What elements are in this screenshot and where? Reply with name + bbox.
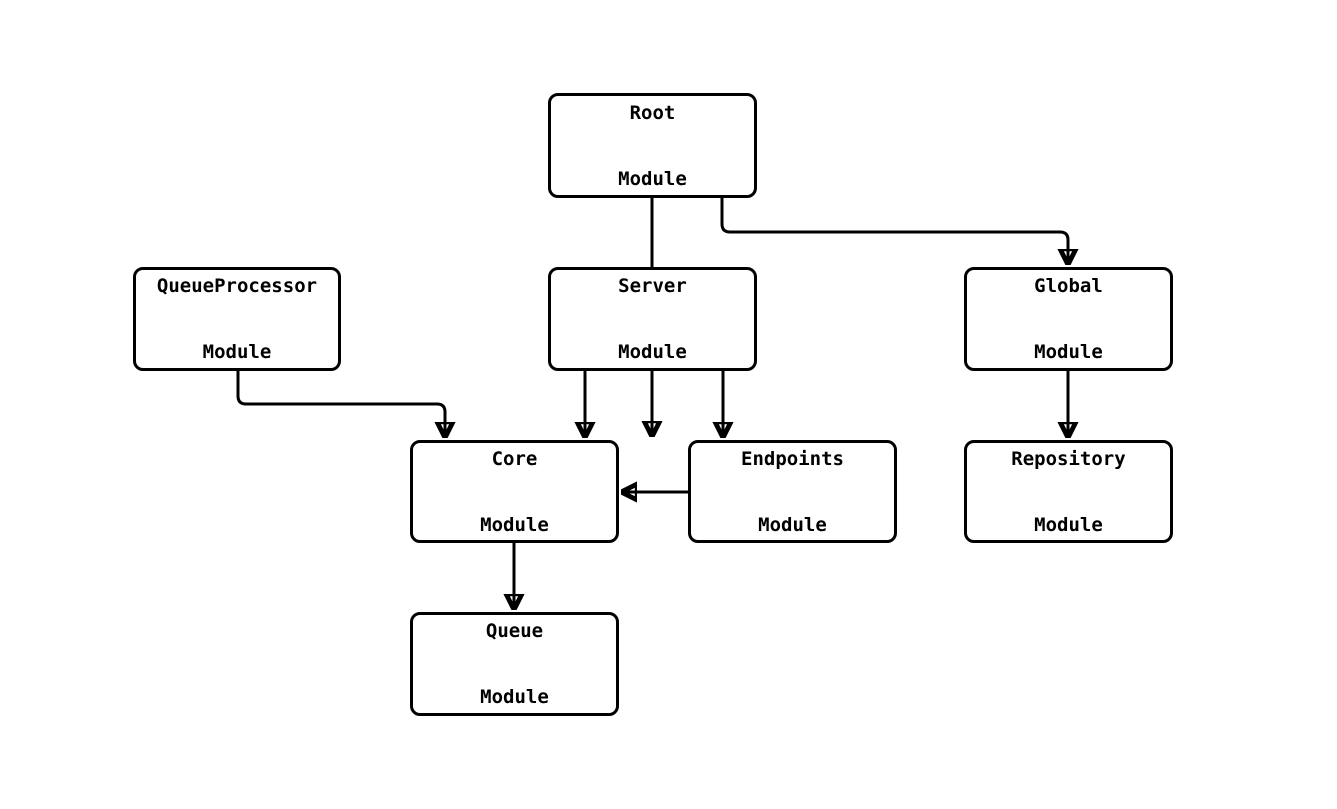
node-endpoints-module-label: Endpoints Module [741, 447, 844, 536]
node-queue-module: Queue Module [410, 612, 619, 716]
node-repository-module-label: Repository Module [1011, 447, 1126, 536]
edge-root-global [720, 198, 1068, 264]
node-global-module: Global Module [964, 267, 1173, 371]
node-queueprocessor-module-label: QueueProcessor Module [156, 275, 318, 363]
node-server-module: Server Module [548, 267, 757, 371]
node-repository-module: Repository Module [964, 440, 1173, 543]
edge-queueprocessor-core [236, 371, 445, 437]
node-global-module-label: Global Module [1034, 275, 1103, 363]
node-root-module-label: Root Module [618, 101, 687, 190]
node-queue-module-label: Queue Module [480, 620, 549, 708]
node-core-module: Core Module [410, 440, 619, 543]
node-server-module-label: Server Module [618, 275, 687, 363]
node-core-module-label: Core Module [480, 447, 549, 536]
node-queueprocessor-module: QueueProcessor Module [133, 267, 341, 371]
node-root-module: Root Module [548, 93, 757, 198]
node-endpoints-module: Endpoints Module [688, 440, 897, 543]
